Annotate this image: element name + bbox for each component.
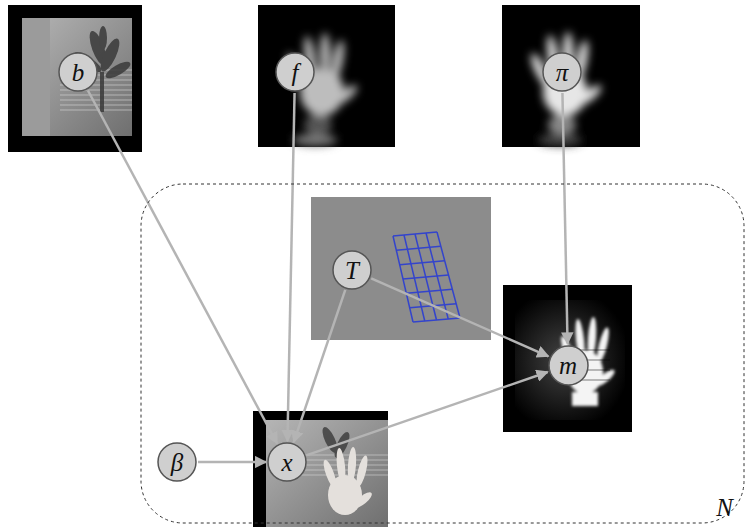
arrow-connector (307, 372, 548, 455)
circle-outline (276, 53, 314, 91)
circle-outline (268, 443, 306, 481)
observed-image (253, 411, 388, 527)
variable-label: x (281, 450, 292, 475)
circle-outline (333, 251, 371, 289)
arrow-connector (198, 461, 266, 464)
circle-outline (59, 53, 97, 91)
variable-node: m (548, 345, 589, 386)
plate-label: N (716, 495, 733, 520)
variable-node: f (275, 52, 315, 92)
arrow-connector (294, 290, 346, 442)
arrow-connector (88, 91, 277, 444)
variable-label: π (556, 60, 569, 85)
arrow-connector (287, 93, 294, 441)
circle-outline (543, 53, 581, 91)
variable-label: m (559, 353, 577, 378)
background-image (8, 5, 142, 152)
mask-image (503, 285, 632, 432)
variable-node: x (267, 442, 307, 482)
circle-outline (158, 443, 196, 481)
variable-label: f (292, 60, 299, 85)
variable-node: T (332, 250, 372, 290)
variable-node: β (157, 442, 197, 482)
mask-prior-image (502, 5, 640, 147)
circle-outline (549, 346, 588, 385)
variable-node: b (58, 52, 98, 92)
variable-node: π (542, 52, 582, 92)
arrow-connector (562, 93, 567, 344)
variable-label: T (345, 258, 359, 283)
arrow-connector (371, 278, 548, 356)
transformation-grid (311, 197, 491, 340)
foreground-image (258, 5, 395, 147)
variable-label: β (171, 450, 183, 475)
plate-border (141, 184, 744, 523)
plate: N Tβ x m (140, 183, 745, 524)
plate-outline (140, 183, 745, 524)
variable-label: b (72, 60, 85, 85)
